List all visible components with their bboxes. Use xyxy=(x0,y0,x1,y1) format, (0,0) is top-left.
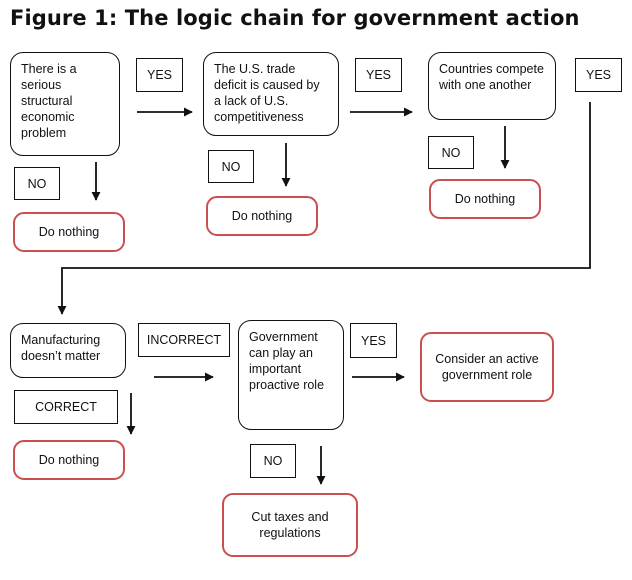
outcome-do-nothing-3: Do nothing xyxy=(429,179,541,219)
node-trade-deficit: The U.S. trade deficit is caused by a la… xyxy=(203,52,339,136)
connector-yes-3 xyxy=(57,102,591,315)
label-correct: CORRECT xyxy=(14,390,118,424)
node-manufacturing: Manufacturing doesn’t matter xyxy=(10,323,126,378)
label-no-3: NO xyxy=(428,136,474,169)
node-countries-compete: Countries compete with one another xyxy=(428,52,556,120)
node-structural-problem: There is a serious structural economic p… xyxy=(10,52,120,156)
outcome-do-nothing-1: Do nothing xyxy=(13,212,125,252)
label-incorrect: INCORRECT xyxy=(138,323,230,357)
label-no-1: NO xyxy=(14,167,60,200)
label-yes-1: YES xyxy=(136,58,183,92)
label-yes-2: YES xyxy=(355,58,402,92)
node-government-role: Government can play an important proacti… xyxy=(238,320,344,430)
outcome-do-nothing-4: Do nothing xyxy=(13,440,125,480)
label-no-2: NO xyxy=(208,150,254,183)
figure-title: Figure 1: The logic chain for government… xyxy=(10,6,580,30)
outcome-do-nothing-2: Do nothing xyxy=(206,196,318,236)
label-no-4: NO xyxy=(250,444,296,478)
outcome-cut-taxes: Cut taxes and regulations xyxy=(222,493,358,557)
label-yes-4: YES xyxy=(350,323,397,358)
outcome-active-government: Consider an active government role xyxy=(420,332,554,402)
label-yes-3: YES xyxy=(575,58,622,92)
